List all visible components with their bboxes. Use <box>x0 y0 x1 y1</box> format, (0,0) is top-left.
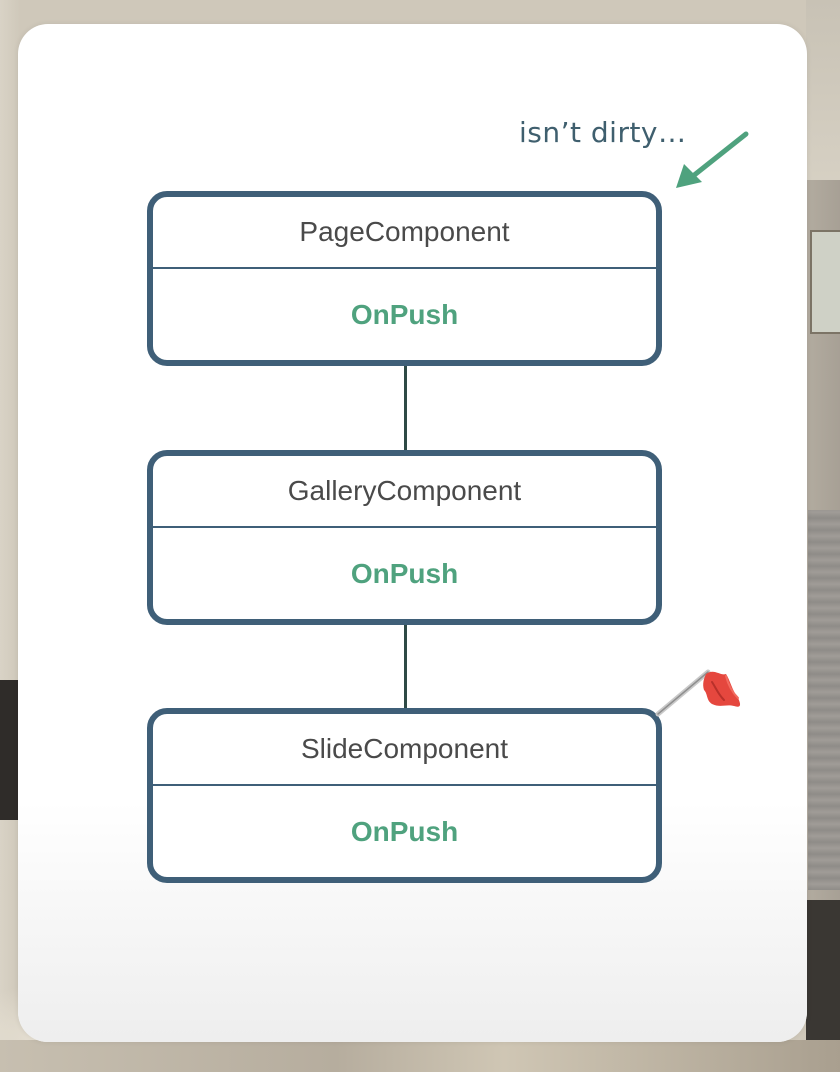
connector-page-gallery <box>404 365 407 451</box>
red-flag-icon <box>655 669 741 717</box>
background-frame <box>810 230 840 334</box>
node-name: PageComponent <box>153 197 656 269</box>
background-chair <box>0 680 18 820</box>
node-strategy: OnPush <box>350 557 459 589</box>
node-strategy: OnPush <box>350 815 459 847</box>
arrow-down-left-icon <box>676 131 749 188</box>
gallery-component-node: GalleryComponent OnPush <box>147 450 662 625</box>
connector-gallery-slide <box>404 624 407 710</box>
background-wall <box>806 0 840 180</box>
node-name: GalleryComponent <box>153 456 656 528</box>
node-name: SlideComponent <box>153 714 656 786</box>
node-strategy: OnPush <box>350 298 459 330</box>
annotation-text: isn’t dirty… <box>519 116 687 149</box>
background-floor <box>0 1040 840 1072</box>
background-pillow <box>808 510 840 890</box>
page-component-node: PageComponent OnPush <box>147 191 662 366</box>
slide-component-node: SlideComponent OnPush <box>147 708 662 883</box>
